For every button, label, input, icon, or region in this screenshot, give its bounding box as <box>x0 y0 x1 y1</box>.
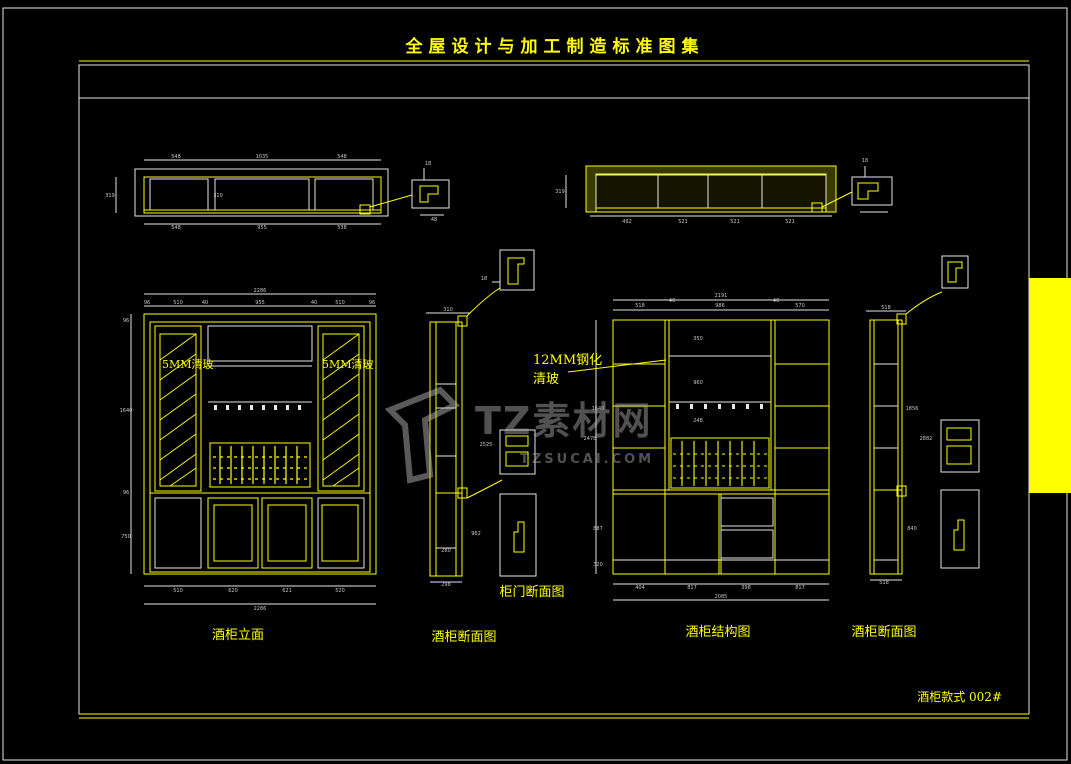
structure-drawing <box>595 299 830 601</box>
dim-text: 955 <box>255 300 265 306</box>
glass-leader-line <box>567 359 667 373</box>
dim-text: 18 <box>481 276 487 282</box>
dim-text: 521 <box>785 219 795 225</box>
dim-text: 2478 <box>584 436 597 442</box>
dim-text: 319 <box>555 189 565 195</box>
watermark: TZ素材网 TZSUCAI.COM <box>380 380 710 500</box>
dim-text: 2525 <box>480 442 493 448</box>
dim-text: 40 <box>311 300 317 306</box>
dim-text: 518 <box>881 305 891 311</box>
dim-text: 518 <box>635 303 645 309</box>
dim-text: 521 <box>730 219 740 225</box>
dim-text: 2882 <box>920 436 933 442</box>
dim-text: 986 <box>715 303 725 309</box>
dim-text: 319 <box>105 193 115 199</box>
dim-text: 1856 <box>906 406 919 412</box>
wine-rack-grid <box>213 446 307 484</box>
style-label: 酒柜款式 002# <box>917 690 1002 704</box>
dim-text: 548 <box>171 154 181 160</box>
dim-text: 2286 <box>254 606 267 612</box>
dim-text: 18 <box>862 158 868 164</box>
sheet-title: 全屋设计与加工制造标准图集 <box>405 36 705 57</box>
dim-text: 96 <box>123 318 129 324</box>
plan-view-left <box>115 159 413 225</box>
dim-text: 280 <box>441 548 451 554</box>
watermark-main: TZ素材网 <box>475 399 653 443</box>
structure-wine-rack <box>673 441 767 486</box>
dim-text: 620 <box>228 588 238 594</box>
dim-text: 398 <box>741 585 751 591</box>
dim-text: 1640 <box>120 408 133 414</box>
glass-note-left: 5MM清玻 <box>162 358 214 371</box>
dim-text: 1035 <box>256 154 269 160</box>
glass-hatch <box>159 333 360 487</box>
dim-text: 248 <box>693 418 703 424</box>
dim-text: 962 <box>471 531 481 537</box>
section-1-detail-mid <box>499 429 536 475</box>
detail-b <box>851 166 893 213</box>
watermark-logo-icon <box>384 386 461 484</box>
detail-a <box>411 168 450 216</box>
dim-text: 521 <box>678 219 688 225</box>
dim-text: 548 <box>337 154 347 160</box>
sheet-frame <box>2 7 1068 761</box>
dim-text: 1640 <box>592 406 605 412</box>
dim-text: 48 <box>431 217 437 223</box>
watermark-sub: TZSUCAI.COM <box>520 452 655 467</box>
dim-text: 960 <box>693 380 703 386</box>
dim-text: 310 <box>443 307 453 313</box>
dim-text: 2191 <box>715 293 728 299</box>
dim-text: 548 <box>171 225 181 231</box>
dim-text: 2085 <box>715 594 728 600</box>
dim-text: 492 <box>622 219 632 225</box>
dim-text: 40 <box>669 298 675 304</box>
dim-text: 621 <box>282 588 292 594</box>
dim-text: 40 <box>773 298 779 304</box>
dim-text: 817 <box>795 585 805 591</box>
section-drawing-2 <box>866 291 943 581</box>
glass-note-line1: 12MM钢化 <box>533 353 602 368</box>
dim-text: 96 <box>369 300 375 306</box>
structure-label: 酒柜结构图 <box>685 625 750 640</box>
dim-text: 96 <box>144 300 150 306</box>
dim-text: 510 <box>173 300 183 306</box>
dim-text: 2286 <box>254 288 267 294</box>
section-label-1: 酒柜断面图 <box>431 630 496 645</box>
glass-note-line2: 清玻 <box>533 372 559 387</box>
dim-text: 320 <box>593 562 603 568</box>
dim-text: 520 <box>335 588 345 594</box>
dim-text: 510 <box>335 300 345 306</box>
elevation-drawing <box>130 293 377 605</box>
dim-text: 404 <box>635 585 645 591</box>
section-label-2: 酒柜断面图 <box>851 625 916 640</box>
dim-text: 570 <box>795 303 805 309</box>
elevation-label: 酒柜立面 <box>212 628 264 643</box>
dim-text: 887 <box>593 526 603 532</box>
dim-text: 40 <box>202 300 208 306</box>
structure-glass-holders <box>676 404 763 409</box>
dim-text: 310 <box>213 193 223 199</box>
glass-note-right: 5MM清玻 <box>322 358 374 371</box>
section-2-detail-mid <box>940 419 980 569</box>
door-section-label: 柜门断面图 <box>499 585 564 600</box>
plan-view-right <box>565 165 853 217</box>
section-1-detail-bottom <box>499 493 537 577</box>
dim-text: 538 <box>337 225 347 231</box>
dim-text: 750 <box>121 534 131 540</box>
dim-text: 298 <box>441 582 451 588</box>
side-tab <box>1029 278 1071 493</box>
dim-text: 510 <box>173 588 183 594</box>
dim-text: 18 <box>425 161 431 167</box>
dim-text: 518 <box>879 580 889 586</box>
dim-text: 817 <box>687 585 697 591</box>
dim-text: 96 <box>123 490 129 496</box>
section-1-detail-top <box>492 249 535 291</box>
dim-text: 840 <box>907 526 917 532</box>
dim-text: 350 <box>693 336 703 342</box>
section-2-detail-top <box>941 255 969 289</box>
dim-text: 955 <box>257 225 267 231</box>
glass-holder-row <box>214 405 301 410</box>
